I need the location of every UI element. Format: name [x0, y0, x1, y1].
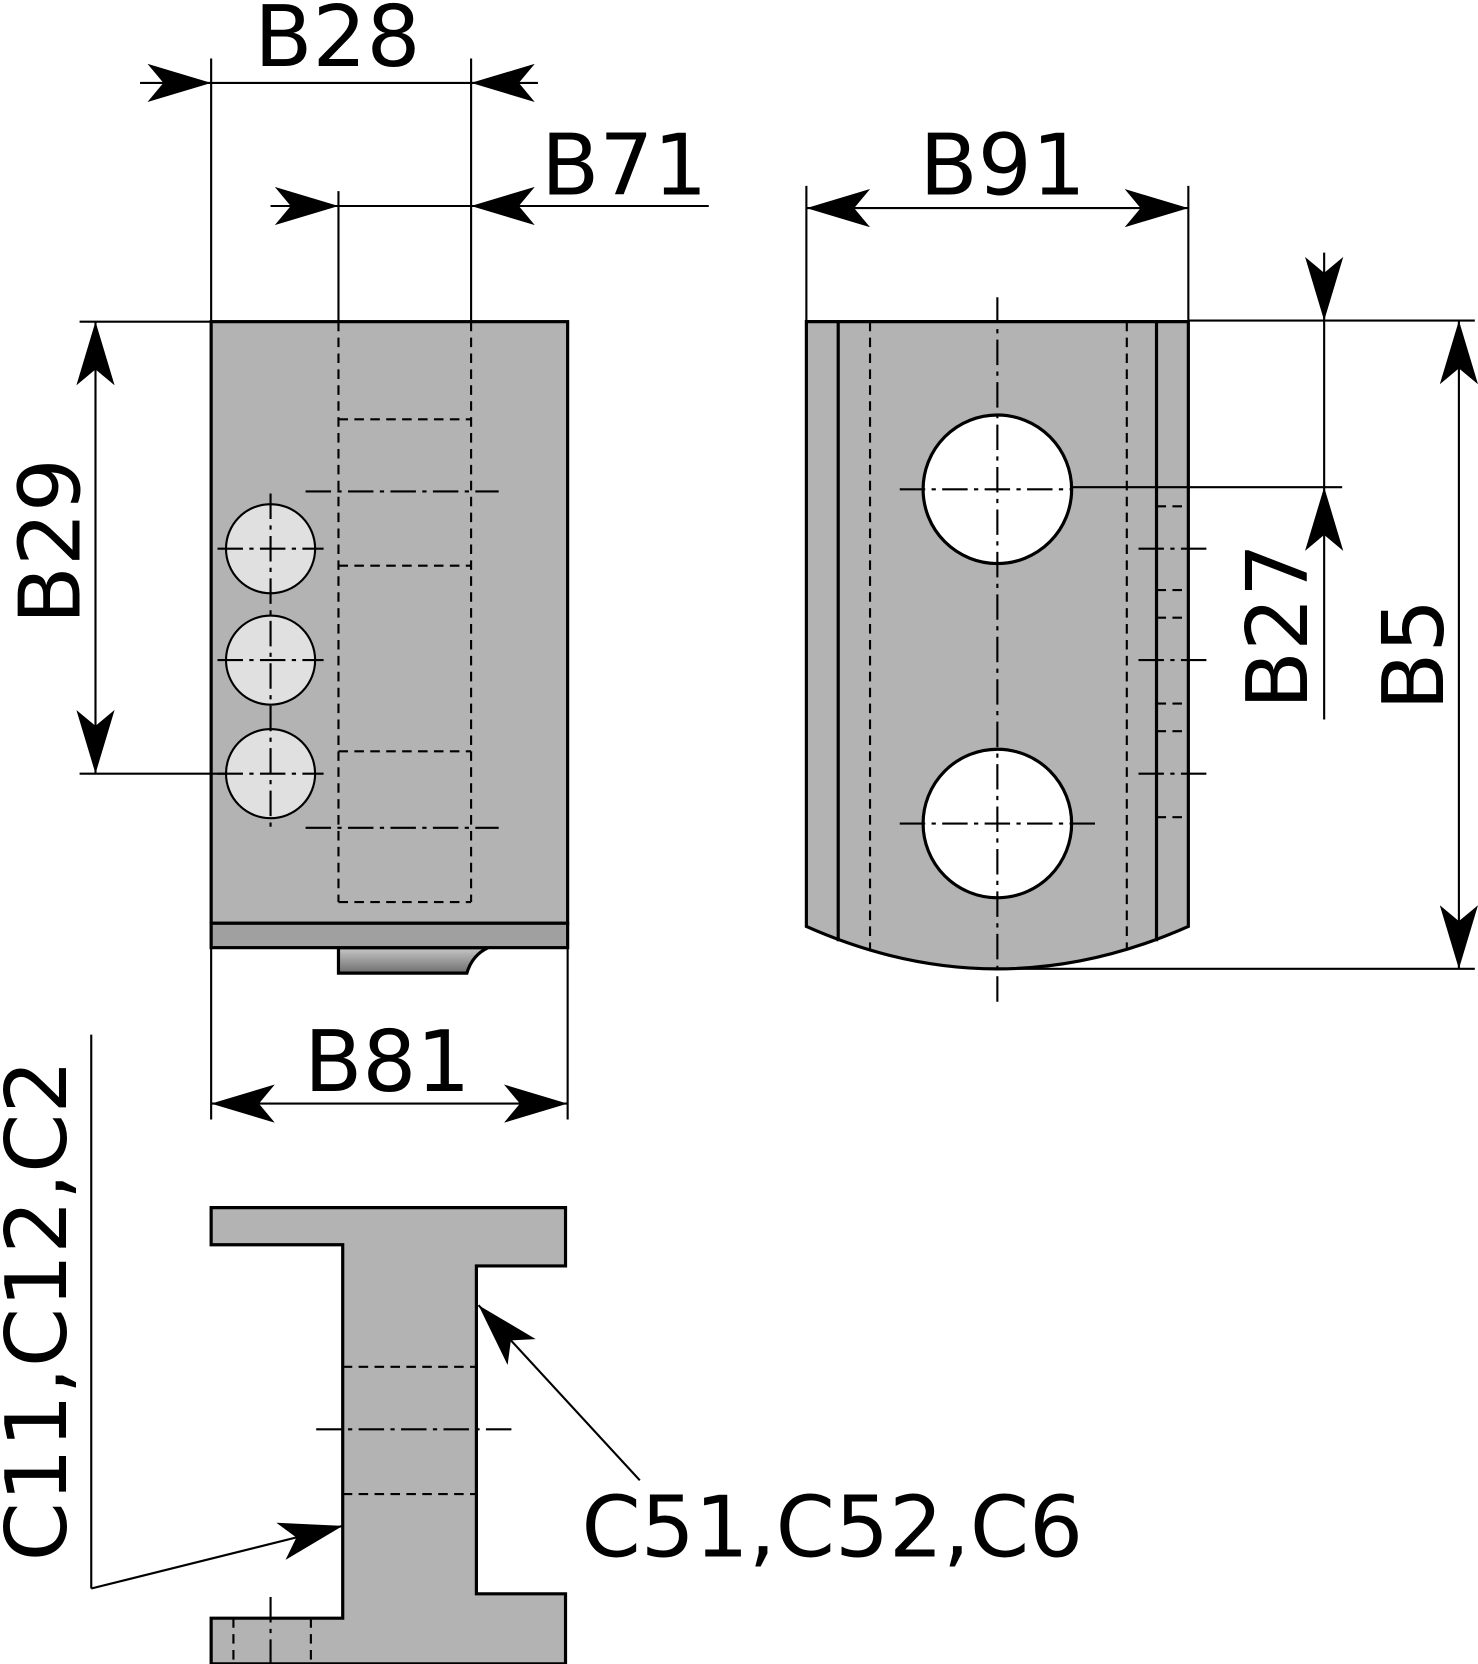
callout-c11-c12-c2: C11,C12,C2	[0, 1060, 87, 1562]
dimension-b28: B28	[254, 0, 420, 87]
dimension-b81: B81	[304, 1013, 470, 1112]
top-view: C11,C12,C2 C51,C52,C6	[0, 1034, 1083, 1664]
dimension-b27: B27	[1229, 543, 1328, 709]
side-view: B28 B71 B29 B81	[2, 0, 709, 1123]
side-holes-hidden	[1138, 505, 1210, 819]
small-holes	[217, 493, 324, 828]
dimension-b91: B91	[920, 116, 1086, 215]
dimension-b5: B5	[1365, 599, 1464, 711]
callout-c51-c52-c6: C51,C52,C6	[581, 1479, 1083, 1578]
front-view: B91 B27 B5	[804, 116, 1478, 1007]
dimension-b29: B29	[2, 458, 101, 624]
dimension-b71: B71	[541, 116, 707, 215]
